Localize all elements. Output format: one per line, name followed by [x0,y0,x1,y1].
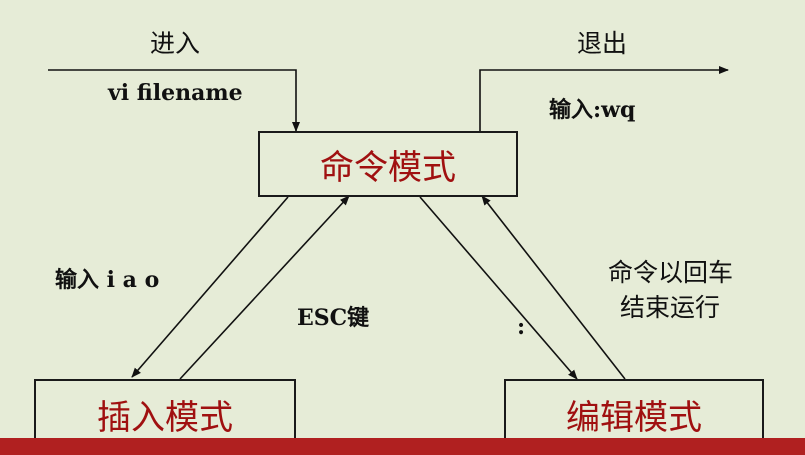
edit-to-command-arrow [481,195,626,380]
command-end-label-line2: 结束运行 [620,293,721,322]
exit-label: 退出 [577,29,628,58]
command-to-edit-arrow [419,196,578,380]
command-mode-label: 命令模式 [320,147,456,188]
to-insert-label: 输入 i a o [55,267,160,293]
command-end-label-line1: 命令以回车 [608,258,734,287]
enter-label: 进入 [150,29,201,58]
command-mode-node: 命令模式 [258,131,518,197]
edit-mode-node: 编辑模式 [504,379,764,449]
insert-to-command-arrow [179,195,350,380]
edit-mode-label: 编辑模式 [566,397,702,438]
bottom-bar [0,438,805,455]
enter-arrow [48,69,300,132]
exit-command-label: 输入:wq [549,97,636,123]
exit-arrow [479,66,729,131]
colon-label: : [517,314,526,340]
esc-label: ESC键 [297,305,370,331]
enter-command-label: vi filename [108,80,243,106]
command-to-insert-arrow [131,196,289,378]
insert-mode-label: 插入模式 [97,397,233,438]
